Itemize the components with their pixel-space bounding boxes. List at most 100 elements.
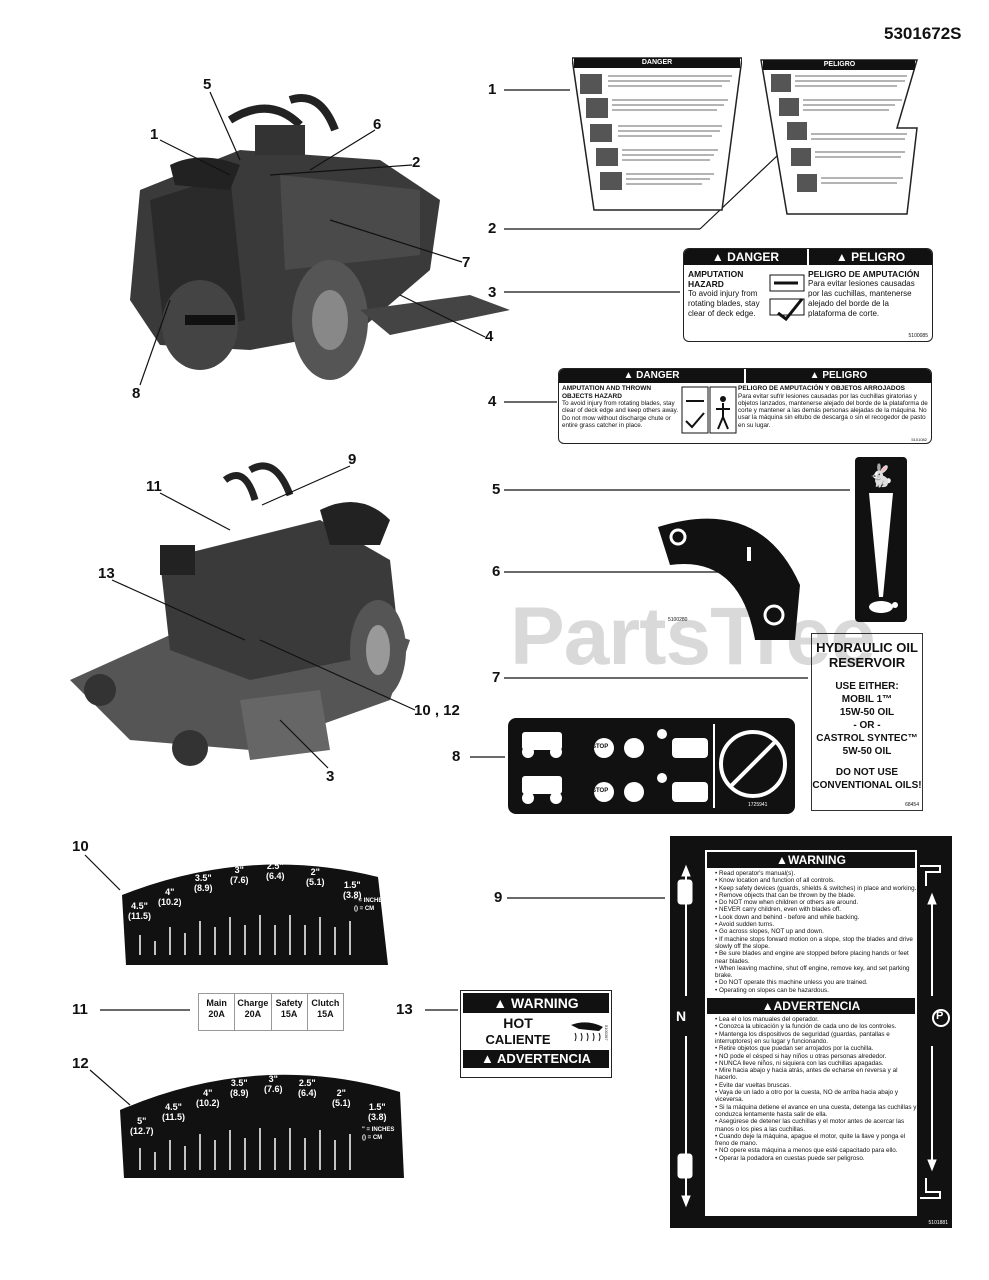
callout-9: 9 xyxy=(494,889,503,906)
warning-item-es: Vaya de un lado a otro por la cuesta, NO… xyxy=(715,1089,917,1104)
warning-item-es: Lea el o los manuales del operador. xyxy=(715,1016,917,1023)
fuse-clutch-amp: 15A xyxy=(317,1009,334,1019)
decal-9-warning: N N P ▲WARNING Read operator's manual(s)… xyxy=(670,836,952,1228)
prohibited-icon xyxy=(719,730,787,798)
callout-5: 5 xyxy=(492,481,501,498)
warning-item-es: NUNCA lleve niños, ni siquiera con las c… xyxy=(715,1060,917,1067)
decal-12-tick-2: 4.5" (11.5) xyxy=(162,1102,186,1122)
decal-5-throttle: 🐇 xyxy=(855,457,907,622)
warning-item-es: NO pode el césped si hay niños u otras p… xyxy=(715,1053,917,1060)
decal-9-list-en: Read operator's manual(s). Know location… xyxy=(705,870,917,994)
decal-4-code: 5101082 xyxy=(911,437,927,442)
part-number: 5301672S xyxy=(884,24,962,43)
warning-item-es: Mire hacia abajo y hacia atrás, antes de… xyxy=(715,1067,917,1082)
warning-item-en: Be sure blades and engine are stopped be… xyxy=(715,950,917,965)
decal-7-title: HYDRAULIC OIL RESERVOIR xyxy=(816,640,918,670)
decal-12-tick-3: 4" (10.2) xyxy=(196,1088,220,1108)
stop-sign-2: STOP xyxy=(592,788,609,794)
decal-12-height-gauge: 5" (12.7) 4.5" (11.5) 4" (10.2) 3.5" (8.… xyxy=(110,1060,410,1182)
decal-13-hot: ▲ WARNING HOT CALIENTE ▲ ADVERTENCIA 510… xyxy=(460,990,612,1078)
decal-3-danger-text: DANGER xyxy=(727,250,780,264)
decal-9-advertencia-header: ▲ADVERTENCIA xyxy=(707,998,915,1015)
warning-item-en: Remove objects that can be thrown by the… xyxy=(715,892,917,899)
decal-8-parking: STOP STOP 1725941 xyxy=(508,718,795,814)
decal-1-shape xyxy=(571,57,743,211)
decal-4-thrown-objects: ▲ DANGER ▲ PELIGRO AMPUTATION AND THROWN… xyxy=(558,368,932,444)
on-icon xyxy=(747,547,751,561)
leader-lines xyxy=(84,89,850,1106)
callout-mower-5: 5 xyxy=(203,76,212,93)
warning-item-es: Conozca la ubicación y la función de cad… xyxy=(715,1023,917,1030)
decal-9-warning-text: WARNING xyxy=(787,853,846,867)
stop-sign-1: STOP xyxy=(592,744,609,750)
warning-item-en: Operating on slopes can be hazardous. xyxy=(715,987,917,994)
decal-2-header: PELIGRO xyxy=(823,61,856,68)
callout-6: 6 xyxy=(492,563,501,580)
decal-12-tick-7: 2" (5.1) xyxy=(332,1088,351,1108)
throttle-shape: 🐇 xyxy=(867,463,898,613)
callout-10: 10 xyxy=(72,838,89,855)
warning-item-en: When leaving machine, shut off engine, r… xyxy=(715,965,917,980)
decal-7-line5: CASTROL SYNTEC™ xyxy=(816,733,918,744)
callout-3: 3 xyxy=(488,284,497,301)
decal-7-line1: USE EITHER: xyxy=(835,681,899,692)
decal-7-line3: 15W-50 OIL xyxy=(839,707,895,718)
decal-3-title-en: AMPUTATION HAZARD xyxy=(688,269,744,289)
mower-rear-illustration xyxy=(130,94,510,380)
decal-7-code: 68454 xyxy=(905,802,919,808)
start-icon xyxy=(763,604,785,626)
decal-4-title-en: AMPUTATION AND THROWN OBJECTS HAZARD xyxy=(562,385,652,400)
off-icon xyxy=(669,528,687,546)
warning-item-en: If machine stops forward motion on a slo… xyxy=(715,936,917,951)
decal-4-body-en: To avoid injury from rotating blades, st… xyxy=(562,400,679,429)
decal-4-body-es: Para evitar sufrir lesiones causadas por… xyxy=(738,392,928,429)
warning-item-es: Retire objetos que puedan ser arrojados … xyxy=(715,1045,917,1052)
callout-mower-1: 1 xyxy=(150,126,159,143)
decal-1-danger-en: DANGER xyxy=(571,52,743,212)
decal-9-warning-header: ▲WARNING xyxy=(707,852,915,868)
thrown-objects-icon xyxy=(680,385,738,437)
fuse-charge-name: Charge xyxy=(237,998,269,1008)
decal-12-tick-5: 3" (7.6) xyxy=(264,1074,283,1094)
decal-9-list-es: Lea el o los manuales del operador. Cono… xyxy=(705,1016,917,1162)
warning-item-en: Look down and behind - before and while … xyxy=(715,914,917,921)
callout-mower-9: 9 xyxy=(348,451,357,468)
decal-7-line7: DO NOT USE CONVENTIONAL OILS! xyxy=(812,767,922,791)
decal-2-danger-es: PELIGRO xyxy=(757,48,922,216)
warning-item-es: Cuando deje la máquina, apague el motor,… xyxy=(715,1133,917,1148)
callout-12: 12 xyxy=(72,1055,89,1072)
warning-item-es: Mantenga los dispositivos de seguridad (… xyxy=(715,1031,917,1046)
decal-10-tick-3: 3.5" (8.9) xyxy=(194,873,213,893)
decal-1-header: DANGER xyxy=(641,59,673,66)
park-icon: P xyxy=(936,1010,944,1022)
fuse-main-name: Main xyxy=(206,998,227,1008)
callout-mower-7: 7 xyxy=(462,254,471,271)
decal-12-shape xyxy=(120,1074,404,1178)
callout-mower-4: 4 xyxy=(485,328,494,345)
decal-3-amputation: ▲ DANGER ▲ PELIGRO AMPUTATION HAZARD To … xyxy=(683,248,933,342)
decal-8-code: 1725941 xyxy=(748,802,768,808)
warning-item-en: Know location and function of all contro… xyxy=(715,877,917,884)
callout-mower-6: 6 xyxy=(373,116,382,133)
decal-7-hydraulic-oil: HYDRAULIC OIL RESERVOIR USE EITHER: MOBI… xyxy=(811,633,923,811)
decal-3-danger: ▲ DANGER xyxy=(684,249,809,265)
callout-2: 2 xyxy=(488,220,497,237)
fuse-charge-amp: 20A xyxy=(244,1009,262,1019)
warning-item-en: Do NOT mow when children or others are a… xyxy=(715,899,917,906)
warning-item-en: Avoid sudden turns. xyxy=(715,921,917,928)
decal-13-hot-text: HOT xyxy=(503,1015,533,1031)
callout-13: 13 xyxy=(396,1001,413,1018)
hot-surface-icon xyxy=(569,1017,605,1047)
decal-4-peligro-text: PELIGRO xyxy=(822,370,868,381)
warning-item-en: Do NOT operate this machine unless you a… xyxy=(715,979,917,986)
decal-4-title-es: PELIGRO DE AMPUTACIÓN Y OBJETOS ARROJADO… xyxy=(738,385,905,392)
warning-item-en: NEVER carry children, even with blades o… xyxy=(715,906,917,913)
decal-7-line4: - OR - xyxy=(853,720,881,731)
decal-9-text-panel: ▲WARNING Read operator's manual(s). Know… xyxy=(705,850,917,1216)
decal-10-shape xyxy=(122,864,388,965)
decal-10-tick-5: 2.5" (6.4) xyxy=(266,861,285,881)
warning-item-es: Evite dar vueltas bruscas. xyxy=(715,1082,917,1089)
decal-13-warning-text: WARNING xyxy=(511,995,579,1011)
decal-13-advertencia: ▲ ADVERTENCIA xyxy=(463,1050,609,1068)
